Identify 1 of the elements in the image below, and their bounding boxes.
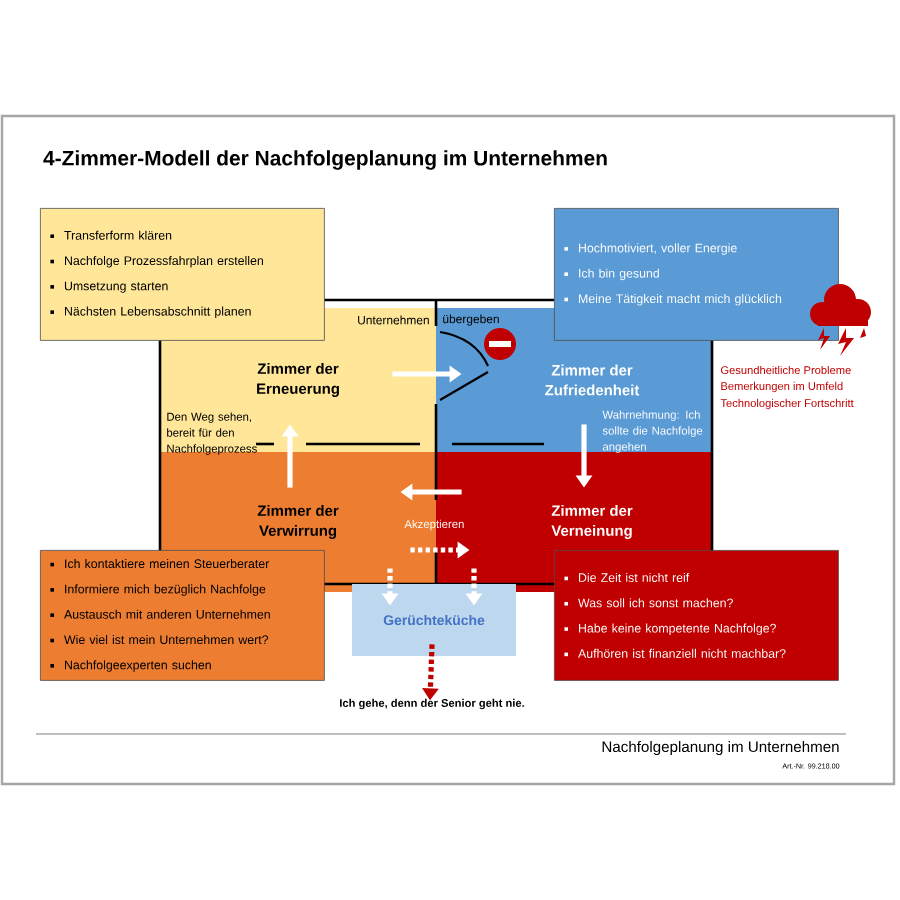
title: 4-Zimmer-Modell der Nachfolgeplanung im Unternehmen <box>43 150 607 170</box>
